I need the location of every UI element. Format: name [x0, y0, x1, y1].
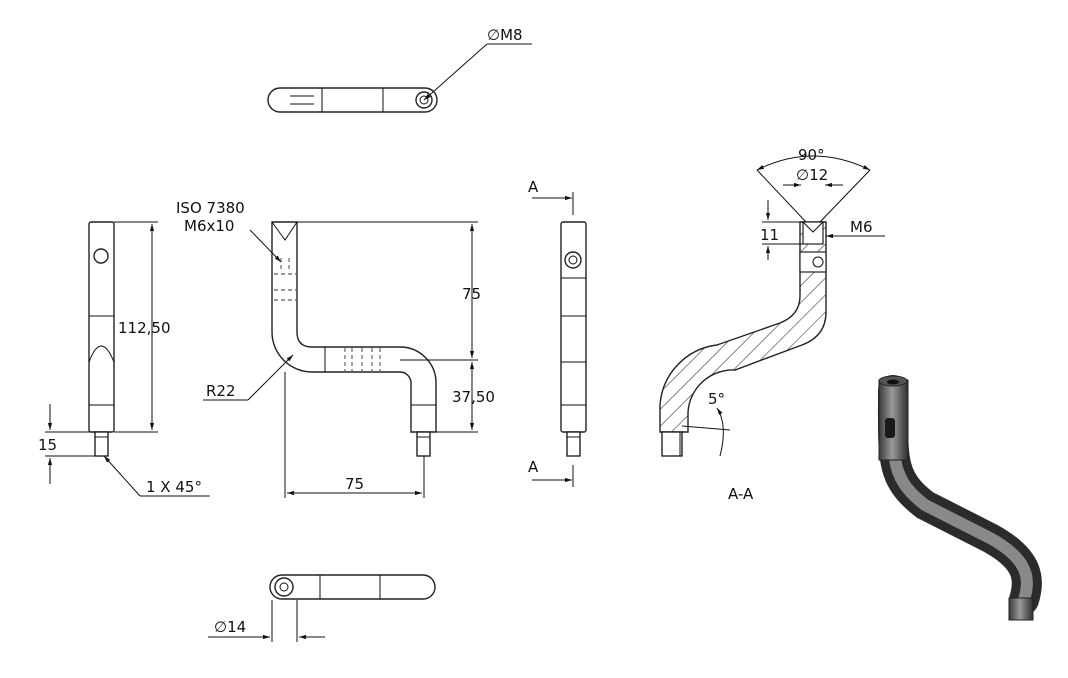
dim-dia-14: ∅14 — [214, 618, 246, 636]
left-side-view: 112,50 15 1 X 45° — [38, 221, 210, 497]
dim-15: 15 — [38, 436, 57, 454]
dim-112-50: 112,50 — [118, 319, 171, 337]
section-marker-bottom: A — [528, 458, 539, 476]
section-angle-90: 90° — [798, 146, 825, 164]
section-dia-12: ∅12 — [796, 166, 828, 184]
right-side-view: A A — [528, 178, 587, 487]
dim-r22: R22 — [206, 382, 236, 400]
dim-75-horizontal: 75 — [345, 475, 364, 493]
front-view: ISO 7380 M6x10 75 37,50 R22 75 — [176, 199, 495, 498]
note-chamfer: 1 X 45° — [146, 478, 202, 496]
section-depth-11: 11 — [760, 226, 779, 244]
note-m6x10: M6x10 — [184, 217, 234, 235]
section-thread-m6: M6 — [850, 218, 873, 236]
isometric-render — [877, 375, 1042, 621]
top-thread-label: ∅M8 — [487, 26, 523, 44]
dim-75-vertical: 75 — [462, 285, 481, 303]
bottom-view: ∅14 — [208, 574, 436, 642]
top-view: ∅M8 — [267, 26, 532, 113]
section-a-a: 90° ∅12 11 M6 5° A-A — [659, 146, 885, 503]
dim-37-50: 37,50 — [452, 388, 495, 406]
note-iso-7380: ISO 7380 — [176, 199, 245, 217]
section-title: A-A — [728, 485, 754, 503]
section-angle-5: 5° — [708, 390, 725, 408]
section-marker-top: A — [528, 178, 539, 196]
